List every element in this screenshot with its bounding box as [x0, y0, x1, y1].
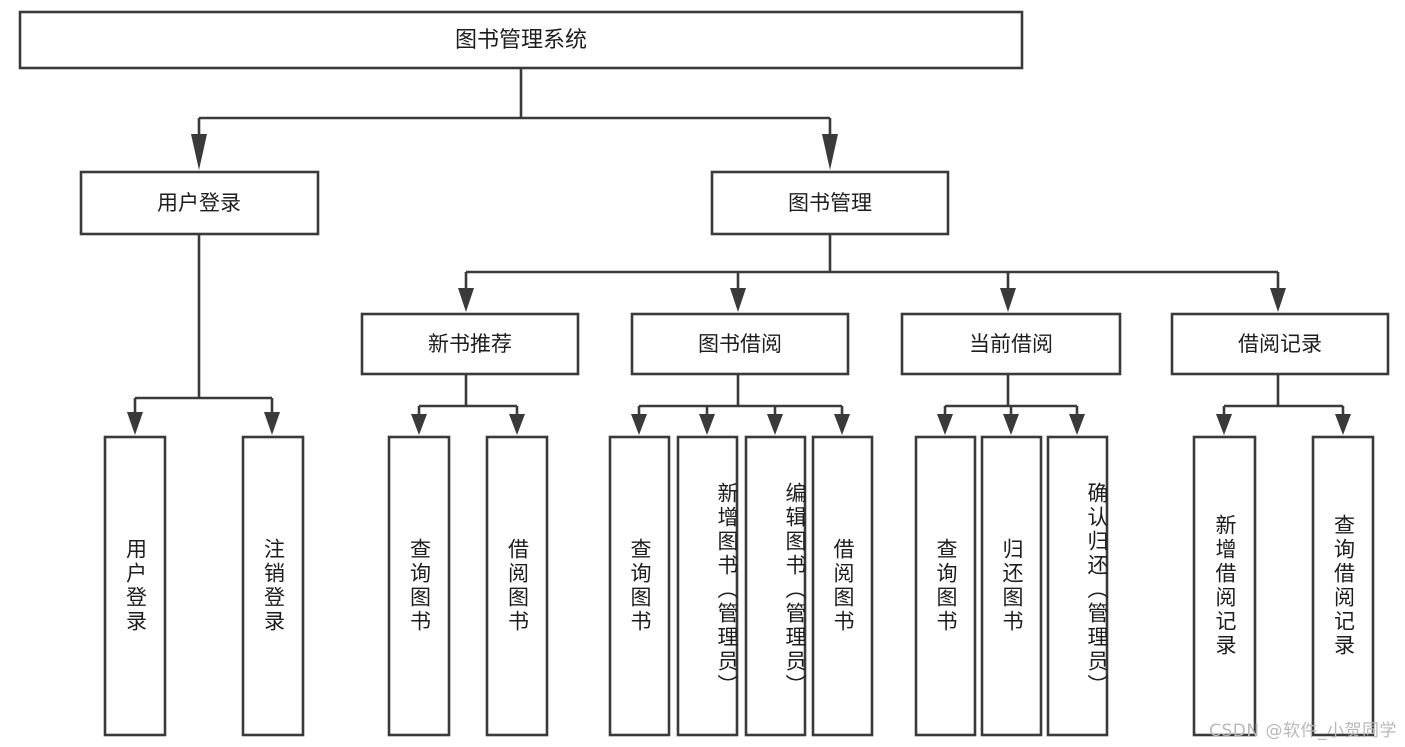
leaf-box-user-login[interactable] — [103, 435, 167, 737]
node-box-book-borrow[interactable] — [630, 312, 850, 376]
arrowhead-bookborrow-to-borrow-book — [834, 414, 850, 435]
arrowhead-currentborrow-to-query-book — [937, 414, 953, 435]
connector-group-book-borrow — [631, 374, 850, 435]
arrowhead-userlogin-to-login-leaf — [127, 412, 143, 435]
node-label-user-login: 用户登录 — [157, 191, 241, 215]
leaf-box-borrow-book[interactable] — [811, 435, 874, 737]
leaf-box-add-book[interactable] — [676, 435, 739, 737]
leaf-box-query-record[interactable] — [1311, 435, 1375, 737]
arrowhead-bookmgmt-to-book-borrow — [730, 288, 746, 312]
node-new-book-recommend[interactable]: 新书推荐 — [360, 312, 580, 376]
leaf-box-edit-book[interactable] — [744, 435, 807, 737]
node-box-borrow-record[interactable] — [1170, 312, 1390, 376]
arrowhead-userlogin-to-logout-leaf — [264, 412, 280, 435]
arrowhead-bookborrow-to-add-book — [699, 414, 715, 435]
connector-group-borrow-record — [1216, 374, 1351, 435]
leaf-box-borrow-book-rec[interactable] — [485, 435, 549, 737]
node-box-book-management[interactable] — [710, 170, 950, 236]
arrowhead-newbook-to-borrow-book — [509, 414, 525, 435]
node-box-current-borrow[interactable] — [900, 312, 1122, 376]
csdn-watermark: CSDN @软件_小贺同学 — [1209, 721, 1397, 741]
arrowhead-bookborrow-to-query-book — [631, 414, 647, 435]
node-book-borrow[interactable]: 图书借阅 — [630, 312, 850, 376]
arrowhead-borrowrecord-to-add-record — [1216, 414, 1232, 435]
leaf-box-query-book-rec[interactable] — [387, 435, 451, 737]
node-box-user-login[interactable] — [79, 170, 320, 236]
node-label-borrow-record: 借阅记录 — [1238, 332, 1322, 356]
arrowhead-bookmgmt-to-current-borrow — [1000, 288, 1016, 312]
node-borrow-record[interactable]: 借阅记录 — [1170, 312, 1390, 376]
connector-group-book-mgmt — [458, 234, 1286, 312]
node-label-book-borrow: 图书借阅 — [698, 332, 782, 356]
arrowhead-root-to-user-login — [191, 134, 207, 170]
leaf-box-query-book-cur[interactable] — [914, 435, 977, 737]
leaf-boxes — [103, 435, 1375, 737]
arrowhead-bookborrow-to-edit-book — [767, 414, 783, 435]
leaf-box-confirm-return[interactable] — [1046, 435, 1109, 737]
node-root[interactable]: 图书管理系统 — [18, 10, 1024, 70]
arrowhead-currentborrow-to-confirm-return — [1069, 414, 1085, 435]
leaf-box-add-record[interactable] — [1192, 435, 1257, 737]
leaf-box-logout[interactable] — [241, 435, 305, 737]
arrowhead-newbook-to-query-book — [411, 414, 427, 435]
node-current-borrow[interactable]: 当前借阅 — [900, 312, 1122, 376]
arrowhead-bookmgmt-to-new-book-rec — [458, 288, 474, 312]
arrowhead-borrowrecord-to-query-record — [1335, 414, 1351, 435]
node-label-book-management: 图书管理 — [788, 191, 872, 215]
node-label-new-book-recommend: 新书推荐 — [428, 332, 512, 356]
node-box-root[interactable] — [18, 10, 1024, 70]
arrowhead-bookmgmt-to-borrow-record — [1270, 288, 1286, 312]
connector-group-user-login — [127, 234, 280, 435]
node-label-root: 图书管理系统 — [455, 28, 587, 53]
arrowhead-root-to-book-mgmt — [822, 134, 838, 170]
leaf-box-return-book[interactable] — [980, 435, 1043, 737]
connector-group-root — [191, 68, 838, 170]
node-label-current-borrow: 当前借阅 — [969, 332, 1053, 356]
node-user-login[interactable]: 用户登录 — [79, 170, 320, 236]
leaf-box-query-book-borrow[interactable] — [608, 435, 671, 737]
arrowhead-currentborrow-to-return-book — [1003, 414, 1019, 435]
connector-group-new-book-rec — [411, 374, 525, 435]
connector-group-current-borrow — [937, 374, 1085, 435]
node-box-new-book-recommend[interactable] — [360, 312, 580, 376]
node-book-management[interactable]: 图书管理 — [710, 170, 950, 236]
